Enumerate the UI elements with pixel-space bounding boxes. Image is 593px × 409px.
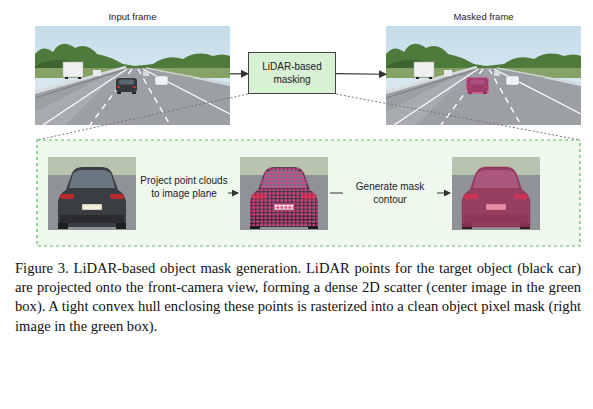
step-label: Project point clouds to image plane bbox=[140, 174, 228, 200]
image-heading: Input frame bbox=[35, 11, 230, 22]
flow-arrow bbox=[336, 73, 386, 75]
process-box: LiDAR-based masking bbox=[248, 52, 336, 94]
flow-arrow bbox=[230, 73, 248, 74]
image-heading: Masked frame bbox=[386, 11, 581, 22]
output-image: Masked frame bbox=[386, 26, 581, 125]
input-image: Input frame bbox=[35, 26, 230, 125]
step-label: Generate mask contour bbox=[343, 180, 437, 206]
figure-caption: Figure 3. LiDAR-based object mask genera… bbox=[15, 259, 581, 336]
box-label: LiDAR-based masking bbox=[255, 60, 329, 86]
